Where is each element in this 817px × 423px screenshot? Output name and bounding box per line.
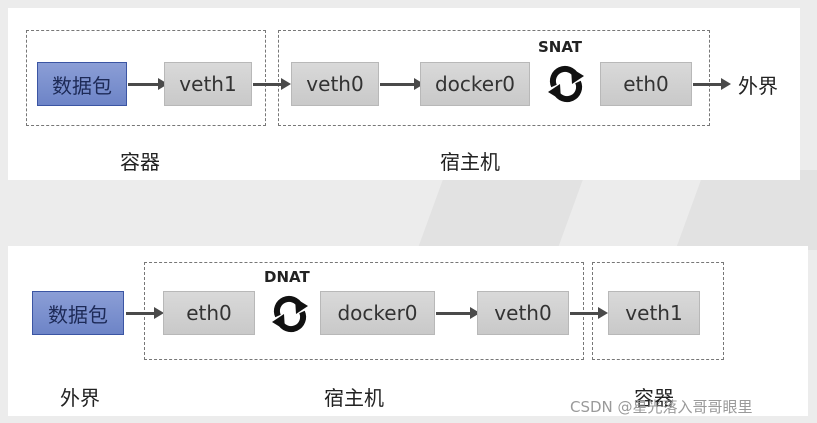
snat-label: SNAT [538, 38, 583, 56]
docker0-node: docker0 [320, 291, 435, 335]
host-group [278, 30, 710, 126]
flow-arrow [436, 307, 480, 319]
snat-cycle-icon [548, 65, 584, 103]
container-label: 容器 [634, 386, 674, 410]
flow-arrow [693, 78, 731, 90]
background-stripe [675, 170, 817, 250]
flow-arrow [128, 78, 168, 90]
flow-arrow [126, 307, 164, 319]
container-label: 容器 [120, 150, 160, 174]
packet-node: 数据包 [32, 291, 124, 335]
flow-arrow [380, 78, 424, 90]
packet-node: 数据包 [37, 62, 127, 106]
container-group [592, 262, 724, 360]
host-group [144, 262, 584, 360]
host-label: 宿主机 [440, 150, 500, 174]
csdn-watermark: CSDN @星光落入哥哥眼里 [570, 398, 753, 416]
veth0-node: veth0 [477, 291, 569, 335]
dnat-diagram-panel: 数据包 eth0 DNAT docker0 veth0 veth1 外界 宿主机… [8, 246, 808, 416]
eth0-node: eth0 [163, 291, 255, 335]
dnat-label: DNAT [264, 268, 310, 286]
background-stripe [417, 180, 583, 250]
eth0-node: eth0 [600, 62, 692, 106]
host-label: 宿主机 [324, 386, 384, 410]
docker0-node: docker0 [420, 62, 530, 106]
flow-arrow [570, 307, 608, 319]
dnat-cycle-icon [272, 295, 308, 333]
container-group [26, 30, 266, 126]
flow-arrow [253, 78, 291, 90]
outside-label: 外界 [60, 386, 100, 410]
veth1-node: veth1 [164, 62, 252, 106]
veth1-node: veth1 [608, 291, 700, 335]
veth0-node: veth0 [291, 62, 379, 106]
snat-diagram-panel: 数据包 veth1 veth0 docker0 SNAT eth0 外界 容器 … [8, 8, 800, 180]
outside-label: 外界 [738, 74, 778, 98]
